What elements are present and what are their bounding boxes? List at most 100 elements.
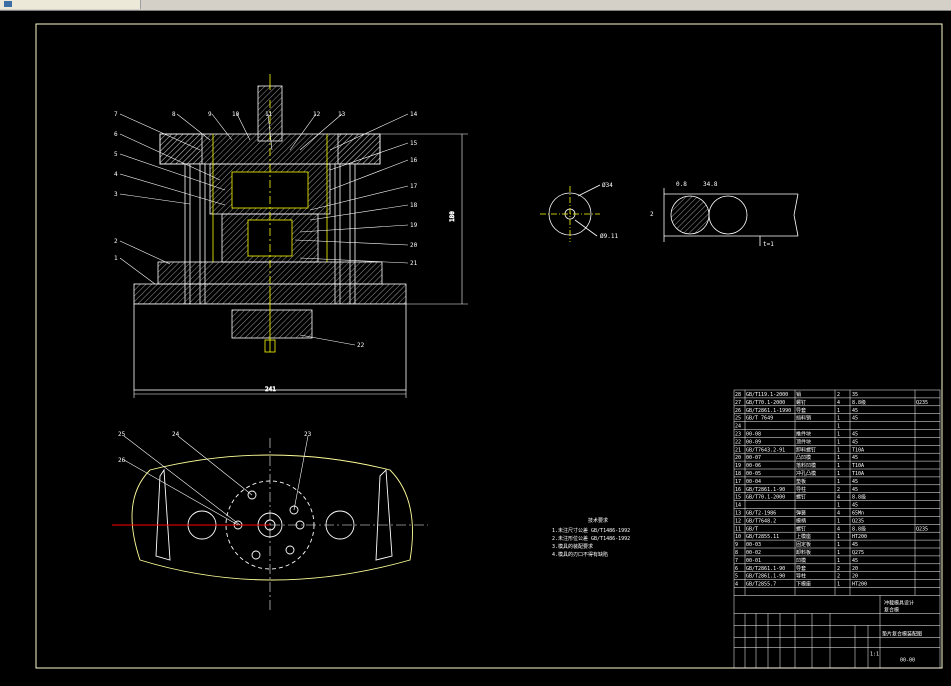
callout: 7 [114,111,118,118]
bom-cell-qty: 1 [837,416,840,422]
section-view [133,74,407,391]
bom-cell-code: 00-07 [746,455,761,461]
tech-notes: 技术要求 1.未注尺寸公差 GB/T1486-1992 2.未注形位公差 GB/… [552,517,630,558]
section-dimensions: 180 241 [133,133,468,398]
bom-cell-no: 15 [735,495,741,501]
bom-cell-qty: 1 [837,558,840,564]
bom-cell-name: 螺钉 [796,494,806,501]
tech-note-line: 1.未注尺寸公差 GB/T1486-1992 [552,527,630,534]
strip-dim-a: 0.8 [676,181,687,188]
bom-cell-code: 00-03 [746,542,761,548]
bom-cell-code: 00-01 [746,558,761,564]
bom-cell-name: 弹簧 [796,510,806,517]
bom-cell-no: 5 [735,574,738,580]
title-block-subtitle: 复合模 [884,606,899,613]
bom-cell-name: 推件块 [796,431,811,438]
bom-cell-note: Q235 [916,400,928,406]
bom-cell-name: 下模座 [796,581,811,588]
bom-cell-mat: 8.8级 [852,494,866,501]
callout: 16 [410,157,418,164]
bom-cell-no: 23 [735,432,741,438]
bom-cell-mat: 20 [852,566,858,572]
bom-cell-no: 14 [735,503,741,509]
bom-cell-mat: 35 [852,392,858,398]
strip-labels: 0.8 34.8 2 t=1 [650,181,774,248]
callout: 22 [357,342,365,349]
part-detail [540,184,601,242]
bom-table [733,389,941,669]
bom-cell-mat: Q235 [852,518,864,524]
bom-cell-code: GB/T2855.11 [746,534,779,540]
bom-cell-qty: 1 [837,582,840,588]
bom-cell-mat: T10A [852,471,864,477]
callout: 13 [338,111,346,118]
callout: 10 [232,111,240,118]
bom-cell-code: GB/T2861.1-90 [746,487,785,493]
toolbar [0,0,951,11]
bom-cell-qty: 1 [837,408,840,414]
app-icon [4,1,12,7]
bom-cell-name: 顶件块 [796,438,811,445]
bom-cell-mat: 45 [852,416,858,422]
bom-cell-code: GB/T70.1-2000 [746,400,785,406]
bom-border [733,389,941,669]
bom-cell-name: 导套 [796,565,806,572]
title-block-drawing-no: 00-00 [900,657,915,663]
bom-cell-code: GB/T2861.1-90 [746,566,785,572]
bom-cell-code: GB/T 7649 [746,416,773,422]
callout: 20 [410,242,418,249]
callout: 26 [118,457,126,464]
bom-cell-mat: 45 [852,542,858,548]
bom-cell-name: 螺钉 [796,399,806,406]
callout: 4 [114,171,118,178]
bom-cell-mat: HT200 [852,534,867,540]
outer-diameter-label: Ø34 [602,182,613,189]
bom-cell-code: GB/T2-1986 [746,511,776,517]
bom-cell-mat: 45 [852,487,858,493]
bom-cell-no: 27 [735,400,741,406]
callout: 12 [313,111,321,118]
callout: 23 [304,431,312,438]
callout: 25 [118,431,126,438]
tech-note-line: 3.模具的装配要求 [552,543,593,550]
bom-cell-qty: 2 [837,574,840,580]
bom-cell-no: 18 [735,471,741,477]
bom-cell-name: 销 [796,391,801,398]
callout: 11 [265,111,273,118]
bom-cell-no: 21 [735,447,741,453]
section-callout-labels: 7 6 5 4 3 2 1 8 9 10 11 12 13 14 15 16 1… [114,111,418,349]
bom-cell-qty: 2 [837,392,840,398]
bom-cell-no: 11 [735,526,741,532]
bom-cell-qty: 1 [837,471,840,477]
callout: 6 [114,131,118,138]
callout: 9 [208,111,212,118]
bom-cell-qty: 4 [837,511,840,517]
bom-cell-name: 卸料板 [796,549,811,556]
bom-cell-code: GB/T7643.2-91 [746,447,785,453]
tech-note-line: 4.模具的刃口不得有缺陷 [552,551,608,558]
bom-cell-code: 00-06 [746,463,761,469]
cad-canvas[interactable]: 7 6 5 4 3 2 1 8 9 10 11 12 13 14 15 16 1… [0,11,951,682]
strip-dim-c: 2 [650,211,654,218]
bom-cell-name: 导套 [796,407,806,414]
bom-cell-name: 导柱 [796,486,806,493]
bom-cell-no: 19 [735,463,741,469]
bom-cell-no: 8 [735,550,738,556]
tech-notes-heading: 技术要求 [588,517,608,524]
tab-button[interactable] [0,0,141,9]
bom-cell-qty: 1 [837,463,840,469]
callout: 15 [410,140,418,147]
bom-cell-name: 上模座 [796,533,811,540]
bom-cell-note: Q235 [916,526,928,532]
bom-cell-no: 25 [735,416,741,422]
bom-cell-name: 挡料销 [796,415,811,422]
section-leaders [119,113,409,346]
thickness-note: t=1 [763,241,774,248]
bom-cell-code: 00-05 [746,471,761,477]
bom-cell-qty: 4 [837,400,840,406]
bom-cell-no: 17 [735,479,741,485]
bom-cell-no: 22 [735,439,741,445]
bom-cell-qty: 4 [837,526,840,532]
bom-cell-no: 7 [735,558,738,564]
callout: 19 [410,222,418,229]
